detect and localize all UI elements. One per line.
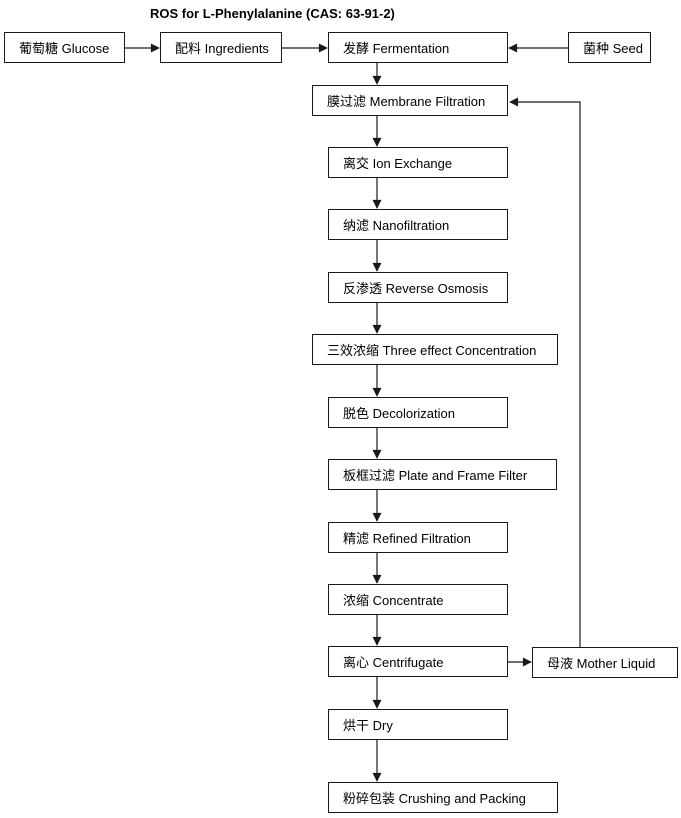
flow-node-three-effect-concentration: 三效浓缩 Three effect Concentration [312, 334, 558, 365]
flow-node-ingredients: 配料 Ingredients [160, 32, 282, 63]
flow-node-centrifugate: 离心 Centrifugate [328, 646, 508, 677]
flow-node-crushing-and-packing: 粉碎包装 Crushing and Packing [328, 782, 558, 813]
flow-node-membrane-filtration: 膜过滤 Membrane Filtration [312, 85, 508, 116]
flow-node-reverse-osmosis: 反渗透 Reverse Osmosis [328, 272, 508, 303]
flow-edge-mother-liquid-to-membrane-filtration [509, 97, 581, 647]
flow-node-mother-liquid: 母液 Mother Liquid [532, 647, 678, 678]
flow-node-refined-filtration: 精滤 Refined Filtration [328, 522, 508, 553]
flow-node-fermentation: 发酵 Fermentation [328, 32, 508, 63]
flow-node-glucose: 葡萄糖 Glucose [4, 32, 125, 63]
flow-node-nanofiltration: 纳滤 Nanofiltration [328, 209, 508, 240]
flow-node-plate-and-frame-filter: 板框过滤 Plate and Frame Filter [328, 459, 557, 490]
flow-node-concentrate: 浓缩 Concentrate [328, 584, 508, 615]
flow-node-ion-exchange: 离交 Ion Exchange [328, 147, 508, 178]
flow-node-decolorization: 脱色 Decolorization [328, 397, 508, 428]
flow-node-dry: 烘干 Dry [328, 709, 508, 740]
diagram-title: ROS for L-Phenylalanine (CAS: 63-91-2) [150, 6, 395, 21]
flow-node-seed: 菌种 Seed [568, 32, 651, 63]
